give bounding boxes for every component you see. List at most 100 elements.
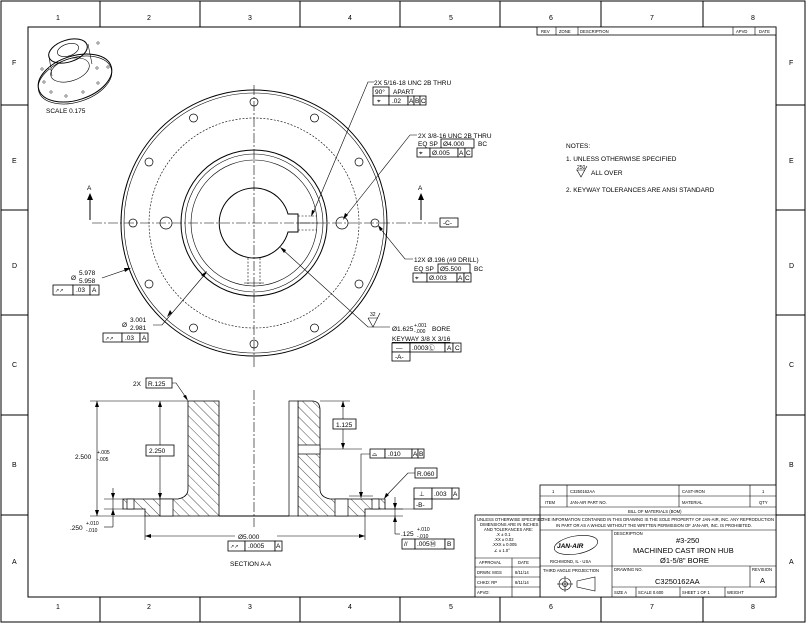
callout-note: 2X 3/8-16 UNC 2B THRU	[418, 133, 492, 140]
drawing-scale: SCALE 0.600	[638, 590, 664, 595]
drawn-by: DRWN: MGS	[477, 570, 502, 575]
tol-minus: -.000	[414, 329, 426, 335]
zone-label: 1	[56, 604, 60, 611]
zone-label: 6	[549, 15, 553, 22]
bom-headers: ITEM JAN-AIR PART NO. MATERIAL QTY	[545, 500, 768, 505]
fcf-datum: B	[419, 451, 423, 458]
fcf-datum: B	[447, 541, 451, 548]
fcf-tolerance: .003	[434, 491, 447, 498]
tol-minus: -.010	[417, 534, 429, 540]
bc-label: BC	[474, 266, 483, 273]
bolt-circle-dia: Ø5.500	[440, 266, 462, 273]
fcf-datum: A	[459, 150, 464, 157]
bom-material: CAST-IRON	[682, 489, 705, 494]
fcf-tolerance: .03	[76, 287, 85, 294]
proprietary-note: THE INFORMATION CONTAINED IN THIS DRAWIN…	[542, 517, 774, 522]
fcf-tolerance: .010	[388, 451, 401, 458]
zone-label: F	[789, 60, 793, 67]
bc-label: BC	[478, 141, 487, 148]
notes: NOTES: 1. UNLESS OTHERWISE SPECIFIED 250…	[566, 143, 715, 194]
fcf-datum: A	[92, 287, 97, 294]
proprietary-note: IN PART OR AS A WHOLE WITHOUT THE WRITTE…	[556, 523, 752, 528]
checked-date: 8/11/14	[515, 580, 529, 585]
title-block: 1 C3250162AA CAST-IRON 1 ITEM JAN-AIR PA…	[474, 484, 777, 598]
callout-note: 2X 5/16-18 UNC 2B THRU	[374, 80, 451, 87]
tolerance-text: DIMENSIONS ARE IN INCHES	[480, 522, 539, 527]
bom-header: ITEM	[545, 500, 556, 505]
hub-height-dim: 2.250	[149, 448, 166, 455]
callout-hub-diameter: Ø 3.001 2.981 ↗↗ .03 A	[102, 271, 207, 343]
angle-value: 90°	[375, 88, 385, 96]
fcf-tolerance: .005Ⓜ	[417, 540, 437, 548]
zone-label: 3	[248, 15, 252, 22]
bom-header: JAN-AIR PART NO.	[570, 500, 607, 505]
tolerance-text: ∠ ± 1.0°	[494, 548, 510, 553]
drawn-date: 8/11/14	[515, 570, 529, 575]
bore-diameter: Ø1.625	[392, 326, 414, 333]
zone-label: C	[789, 362, 794, 369]
sheet-number: SHEET 1 OF 1	[682, 590, 711, 595]
zone-header: ZONE	[559, 29, 571, 34]
plan-view: A A -C- 2X 5/16-18 UNC 2B THRU 90° APART…	[52, 80, 492, 367]
apvd-header: APVD	[736, 29, 747, 34]
bom-item: 1	[552, 489, 555, 494]
bolt-circle-dia: Ø4.000	[443, 141, 465, 148]
fcf-datum: A	[458, 275, 463, 282]
surface-finish-value: 32	[370, 312, 376, 318]
bore-with-keyway	[218, 187, 299, 259]
datum-b: -B-	[416, 502, 425, 509]
straightness-icon: —	[396, 345, 403, 352]
logo-text: JAN-AIR	[557, 543, 584, 550]
projection-label: THIRD ANGLE PROJECTION	[543, 568, 599, 573]
fcf-tolerance: .0003Ⓛ	[412, 344, 435, 352]
step-dim: .125	[401, 531, 414, 538]
fillet-qty: 2X	[133, 381, 142, 388]
fcf-datum: C	[421, 98, 426, 105]
zone-label: 2	[147, 604, 151, 611]
section-marker-left: A	[87, 185, 92, 192]
bom-header: QTY	[759, 500, 768, 505]
datum-c: -C-	[439, 217, 459, 228]
pilot-diameter-dim: Ø5.000	[238, 534, 260, 541]
finish-value: 250	[577, 165, 586, 171]
isometric-view: SCALE 0.175	[37, 38, 113, 115]
position-icon: ⌖	[415, 275, 419, 282]
fcf-tolerance: .0005	[248, 543, 265, 550]
fcf-tolerance: .03	[125, 335, 134, 342]
description-line: MACHINED CAST IRON HUB	[633, 546, 734, 555]
tap-depth-dim: 1.125	[336, 422, 353, 429]
zone-label: A	[12, 559, 17, 566]
fcf-datum: A	[409, 98, 414, 105]
callout-drill-holes: 12X Ø.196 (#9 DRILL) EQ SP Ø5.500 BC ⌖ Ø…	[378, 225, 483, 283]
zone-label: D	[789, 263, 794, 270]
tol-plus: +.005	[97, 450, 110, 456]
datum-a: -A-	[395, 354, 404, 361]
note-item: 2. KEYWAY TOLERANCES ARE ANSI STANDARD	[566, 187, 715, 194]
revision-label: REVISION	[752, 567, 772, 572]
diameter-symbol: Ø	[122, 322, 127, 329]
keyway-note: KEYWAY 3/8 X 3/16	[392, 336, 451, 343]
date-header: DATE	[518, 560, 529, 565]
zone-label: A	[789, 559, 794, 566]
fcf-datum: A	[453, 491, 458, 498]
description-header: DESCRIPTION	[580, 29, 609, 34]
zone-label: C	[12, 362, 17, 369]
perpendicularity-icon: ⊥	[419, 491, 425, 498]
zone-labels-top: 1 2 3 4 5 6 7 8	[56, 15, 755, 22]
zone-label: 4	[348, 15, 352, 22]
datum-c-label: -C-	[443, 220, 452, 227]
section-title: SECTION A-A	[230, 561, 272, 568]
tol-plus: +.001	[414, 323, 427, 329]
company-logo: JAN-AIR	[553, 535, 599, 555]
fcf-datum: B	[415, 98, 419, 105]
tolerance-text: .X ± 0.1	[496, 532, 511, 537]
fcf-datum: A	[413, 451, 418, 458]
parallelism-icon: //	[404, 541, 408, 548]
zone-label: 3	[248, 604, 252, 611]
position-icon: ⌖	[377, 98, 381, 105]
flange-thickness-dim: .250	[70, 525, 83, 532]
fillet-radius: R.125	[148, 381, 166, 388]
callout-3-8-tapped-holes: 2X 3/8-16 UNC 2B THRU EQ SP Ø4.000 BC ⌖ …	[343, 133, 492, 220]
fcf-tolerance: .02	[392, 98, 401, 105]
